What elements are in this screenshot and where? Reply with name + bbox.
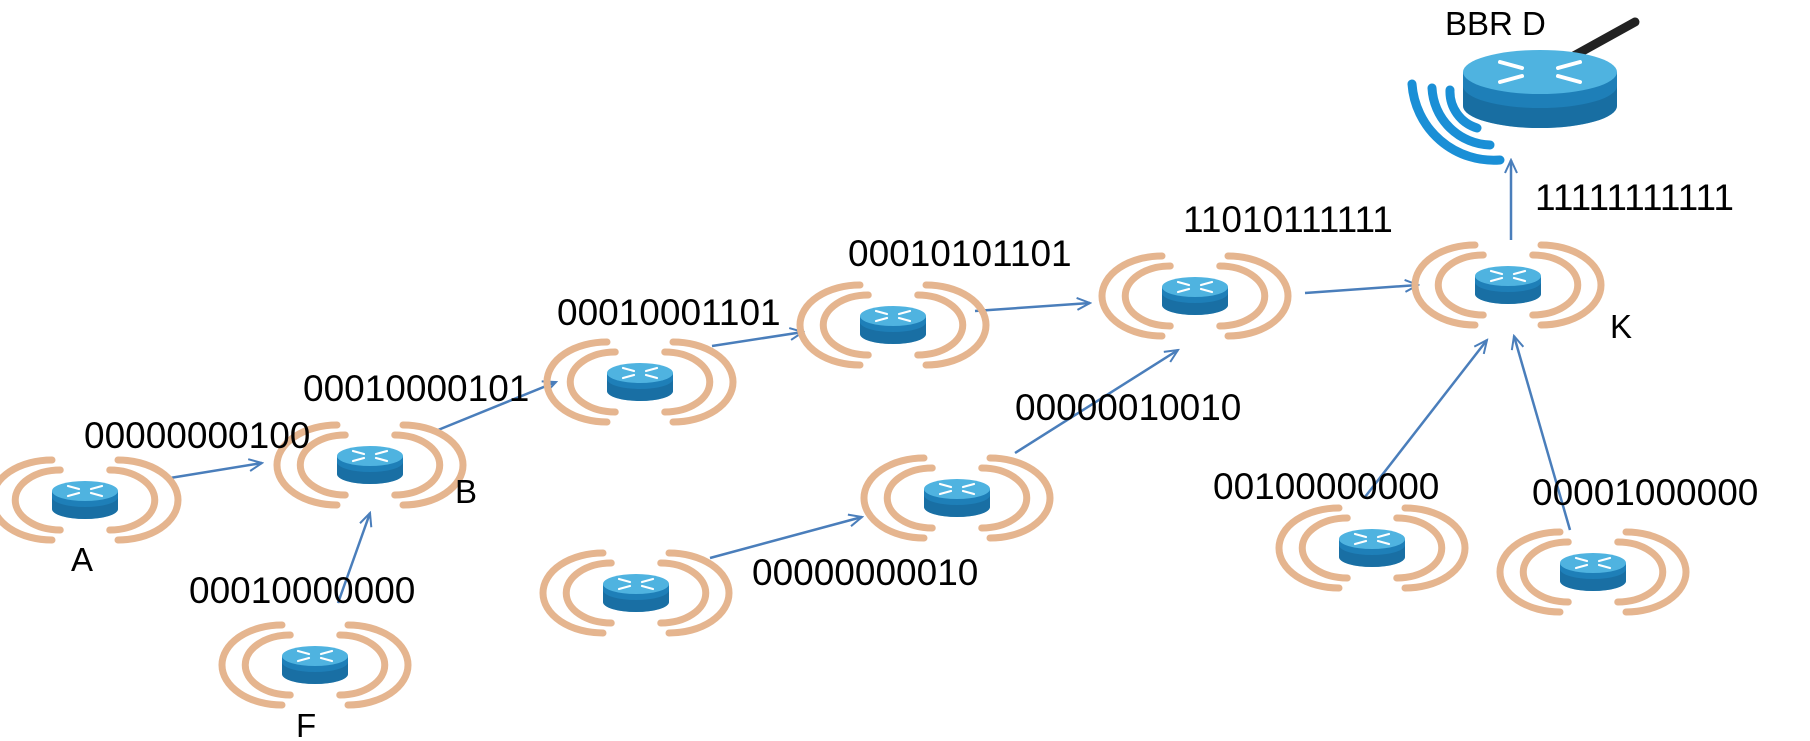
link-n1-n2 [711, 332, 803, 348]
signal-arcs [860, 454, 1054, 542]
link-F-B [336, 513, 370, 604]
bits-n7-K: 00100000000 [1213, 466, 1439, 507]
router-nodes [0, 241, 1690, 709]
link-n8-K [1514, 336, 1572, 531]
link-n2-n3 [974, 303, 1090, 313]
signal-arcs [1275, 504, 1469, 592]
signal-arcs [0, 456, 182, 544]
bits-n1-n2: 00010001101 [557, 292, 781, 333]
router-icon [1162, 277, 1228, 315]
router-icon [924, 479, 990, 517]
node-label-K: K [1610, 308, 1632, 345]
bits-K-BBR: 11111111111 [1535, 177, 1734, 218]
wifi-signal-icon [1407, 79, 1505, 165]
router-node-n8 [1496, 528, 1690, 616]
router-node-F [218, 621, 412, 709]
router-icon [282, 646, 348, 684]
router-node-n5 [860, 454, 1054, 542]
bits-n3-K: 11010111111 [1183, 199, 1393, 240]
node-label-A: A [71, 541, 93, 578]
node-label-F: F [296, 707, 316, 741]
link-n5-n3 [1014, 350, 1178, 455]
bits-n2-n3: 00010101101 [848, 233, 1072, 274]
link-B-n1 [437, 382, 556, 432]
router-node-n3 [1098, 252, 1292, 340]
link-n7-K [1364, 340, 1487, 498]
node-label-B: B [455, 473, 477, 510]
signal-arcs [218, 621, 412, 709]
router-node-A [0, 456, 182, 544]
signal-arcs [796, 281, 990, 369]
router-icon [607, 363, 673, 401]
router-node-n4 [539, 549, 733, 637]
bit-labels: 00000000100 00010000000 00010000101 0001… [84, 177, 1758, 611]
router-icon [1560, 553, 1626, 591]
router-icon [603, 574, 669, 612]
signal-arcs [1098, 252, 1292, 340]
router-icon [1339, 529, 1405, 567]
bits-n5-n3: 00000010010 [1015, 387, 1241, 428]
bits-n8-K: 00001000000 [1532, 472, 1758, 513]
bits-A-B: 00000000100 [84, 415, 310, 456]
border-router-icon: BBR D [1407, 5, 1640, 165]
router-node-B [273, 421, 467, 509]
signal-arcs [539, 549, 733, 637]
router-node-n7 [1275, 504, 1469, 592]
link-n3-K [1304, 285, 1418, 295]
router-icon [1475, 266, 1541, 304]
router-node-K [1411, 241, 1605, 329]
router-icon [52, 481, 118, 519]
router-node-n2 [796, 281, 990, 369]
link-n4-n5 [709, 517, 862, 560]
signal-arcs [1496, 528, 1690, 616]
signal-arcs [273, 421, 467, 509]
bits-n4-n5: 00000000010 [752, 552, 978, 593]
signal-arcs [1411, 241, 1605, 329]
signal-arcs [543, 338, 737, 426]
router-icon [860, 306, 926, 344]
antenna [1565, 17, 1640, 63]
router-icon [337, 446, 403, 484]
bits-B-n1: 00010000101 [303, 368, 529, 409]
bbr-label: BBR D [1445, 5, 1546, 42]
node-labels: A B F K [71, 308, 1632, 741]
links [169, 160, 1572, 604]
router-node-n1 [543, 338, 737, 426]
bits-F-B: 00010000000 [189, 570, 415, 611]
link-A-B [169, 463, 262, 480]
